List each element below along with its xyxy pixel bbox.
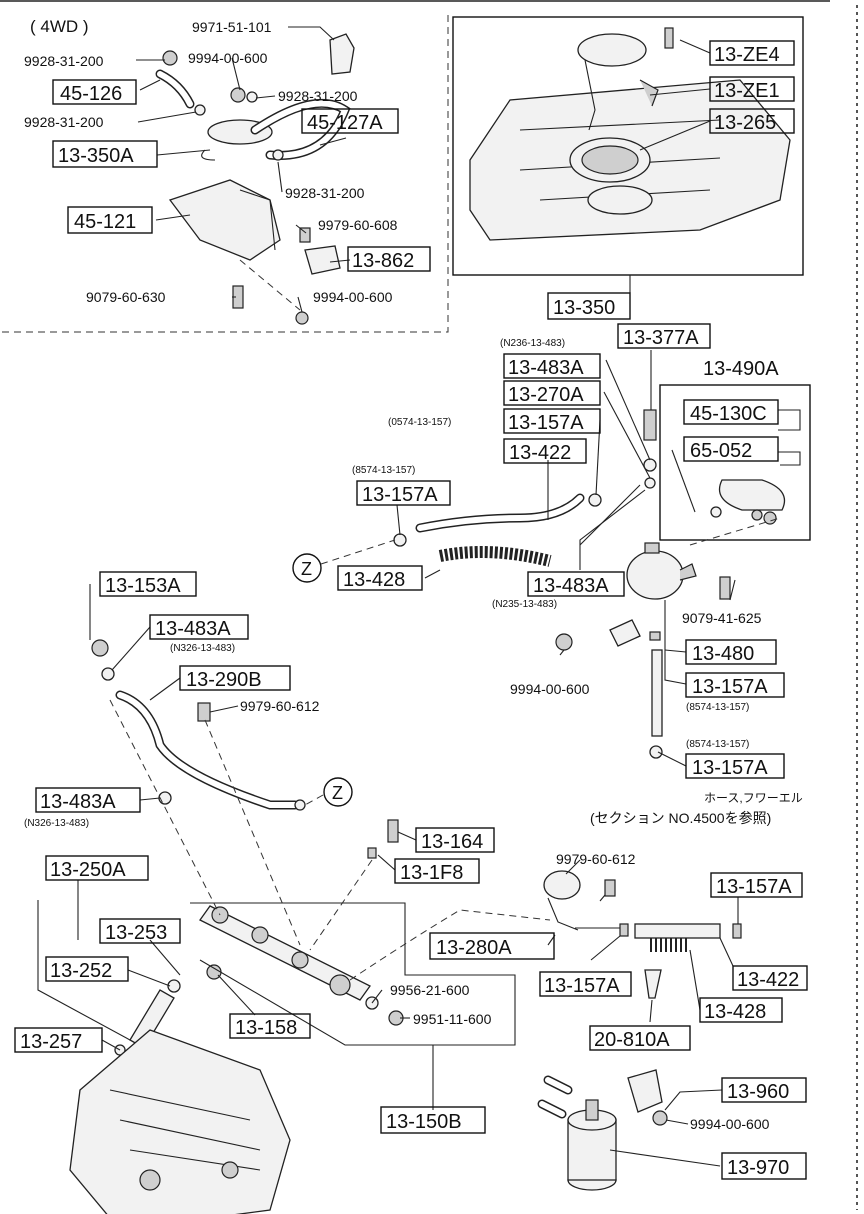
callout-9928-31-200-a: 9928-31-200 — [24, 53, 104, 69]
note-8574-13-157-b: (8574-13-157) — [686, 702, 749, 713]
plain-callouts: 9971-51-101 9928-31-200 9994-00-600 9928… — [24, 19, 770, 1132]
callout-9994-00-600-c: 9994-00-600 — [510, 681, 590, 697]
callout-13-157a-3: 13-157A — [692, 676, 768, 698]
callout-9979-60-608: 9979-60-608 — [318, 217, 398, 233]
callout-13-164: 13-164 — [421, 831, 483, 853]
callout-45-127a: 45-127A — [307, 112, 383, 134]
callout-9928-31-200-d: 9928-31-200 — [285, 185, 365, 201]
callout-13-157a-2: 13-157A — [362, 484, 438, 506]
variant-label: ( 4WD ) — [30, 17, 89, 36]
callout-13-377a: 13-377A — [623, 327, 699, 349]
note-n236-13-483: (N236-13-483) — [500, 338, 565, 349]
callout-13-253: 13-253 — [105, 922, 167, 944]
hose-note-line1: ホース,フワーエル — [704, 791, 803, 805]
intake-manifold — [69, 1029, 291, 1214]
callout-13-350: 13-350 — [553, 297, 615, 319]
pressure-regulator-group — [537, 870, 742, 1191]
canister-bracket-frame — [659, 384, 811, 541]
callout-13-862: 13-862 — [352, 250, 414, 272]
callout-13-280a: 13-280A — [436, 937, 512, 959]
callout-9994-00-600-b: 9994-00-600 — [313, 289, 393, 305]
callout-13-150b: 13-150B — [386, 1111, 462, 1133]
callout-13-ze4: 13-ZE4 — [714, 44, 780, 66]
callout-45-130c: 45-130C — [690, 403, 767, 425]
boxed-callouts: 45-126 13-350A 45-127A 45-121 13-862 13-… — [14, 40, 808, 1180]
callout-13-ze1: 13-ZE1 — [714, 80, 780, 102]
note-n326-13-483-b: (N326-13-483) — [24, 818, 89, 829]
fuel-rail-assembly — [91, 639, 551, 1056]
callout-13-483a-2: 13-483A — [533, 575, 609, 597]
connector-z-lower-label: Z — [332, 783, 343, 803]
callout-13-350a: 13-350A — [58, 145, 134, 167]
callout-9079-41-625: 9079-41-625 — [682, 610, 762, 626]
callout-9079-60-630: 9079-60-630 — [86, 289, 166, 305]
callout-13-265: 13-265 — [714, 112, 776, 134]
callout-13-428-2: 13-428 — [704, 1001, 766, 1023]
callout-13-157a-4: 13-157A — [692, 757, 768, 779]
callout-13-252: 13-252 — [50, 960, 112, 982]
callout-13-270a: 13-270A — [508, 384, 584, 406]
callout-13-428-1: 13-428 — [343, 569, 405, 591]
callout-13-158: 13-158 — [235, 1017, 297, 1039]
callout-13-257: 13-257 — [20, 1031, 82, 1053]
callout-9979-60-612-a: 9979-60-612 — [240, 698, 320, 714]
note-8574-13-157-a: (8574-13-157) — [352, 465, 415, 476]
callout-9994-00-600-a: 9994-00-600 — [188, 50, 268, 66]
callout-9971-51-101: 9971-51-101 — [192, 19, 272, 35]
callout-13-480: 13-480 — [692, 643, 754, 665]
callout-65-052: 65-052 — [690, 440, 752, 462]
callout-13-157a-1: 13-157A — [508, 412, 584, 434]
hose-note-line2: (セクション NO.4500を参照) — [590, 810, 771, 826]
callout-13-483a-3: 13-483A — [155, 618, 231, 640]
note-n235-13-483: (N235-13-483) — [492, 599, 557, 610]
callout-13-290b: 13-290B — [186, 669, 262, 691]
callout-13-483a-1: 13-483A — [508, 357, 584, 379]
callout-13-490a: 13-490A — [703, 358, 779, 380]
callout-13-1f8: 13-1F8 — [400, 862, 463, 884]
callout-13-422-2: 13-422 — [737, 969, 799, 991]
callout-13-157a-6: 13-157A — [544, 975, 620, 997]
callout-13-153a: 13-153A — [105, 575, 181, 597]
callout-13-250a: 13-250A — [50, 859, 126, 881]
note-n326-13-483-a: (N326-13-483) — [170, 643, 235, 654]
callout-20-810a: 20-810A — [594, 1029, 670, 1051]
callout-45-121: 45-121 — [74, 211, 136, 233]
callout-9928-31-200-b: 9928-31-200 — [278, 88, 358, 104]
connector-z-upper — [292, 553, 322, 583]
hoses-upper — [393, 484, 641, 567]
callout-9979-60-612-b: 9979-60-612 — [556, 851, 636, 867]
canister-parts — [555, 409, 786, 759]
callout-9994-00-600-d: 9994-00-600 — [690, 1116, 770, 1132]
connector-z-lower — [323, 777, 353, 807]
callout-9956-21-600: 9956-21-600 — [390, 982, 470, 998]
callout-13-483a-4: 13-483A — [40, 791, 116, 813]
callout-13-422-1: 13-422 — [509, 442, 571, 464]
leader-lines — [37, 26, 801, 1167]
fuel-tank-frame — [452, 16, 804, 276]
connector-z-upper-label: Z — [301, 559, 312, 579]
callout-9951-11-600: 9951-11-600 — [413, 1011, 492, 1027]
note-0574-13-157: (0574-13-157) — [388, 417, 451, 428]
callout-9928-31-200-c: 9928-31-200 — [24, 114, 104, 130]
4wd-region-border — [2, 10, 449, 333]
callout-13-970: 13-970 — [727, 1157, 789, 1179]
4wd-filter-assembly — [155, 33, 355, 325]
callout-13-157a-5: 13-157A — [716, 876, 792, 898]
note-8574-13-157-c: (8574-13-157) — [686, 739, 749, 750]
callout-13-960: 13-960 — [727, 1081, 789, 1103]
callout-45-126: 45-126 — [60, 83, 122, 105]
sub-notes: (N236-13-483) (0574-13-157) (8574-13-157… — [24, 338, 749, 829]
